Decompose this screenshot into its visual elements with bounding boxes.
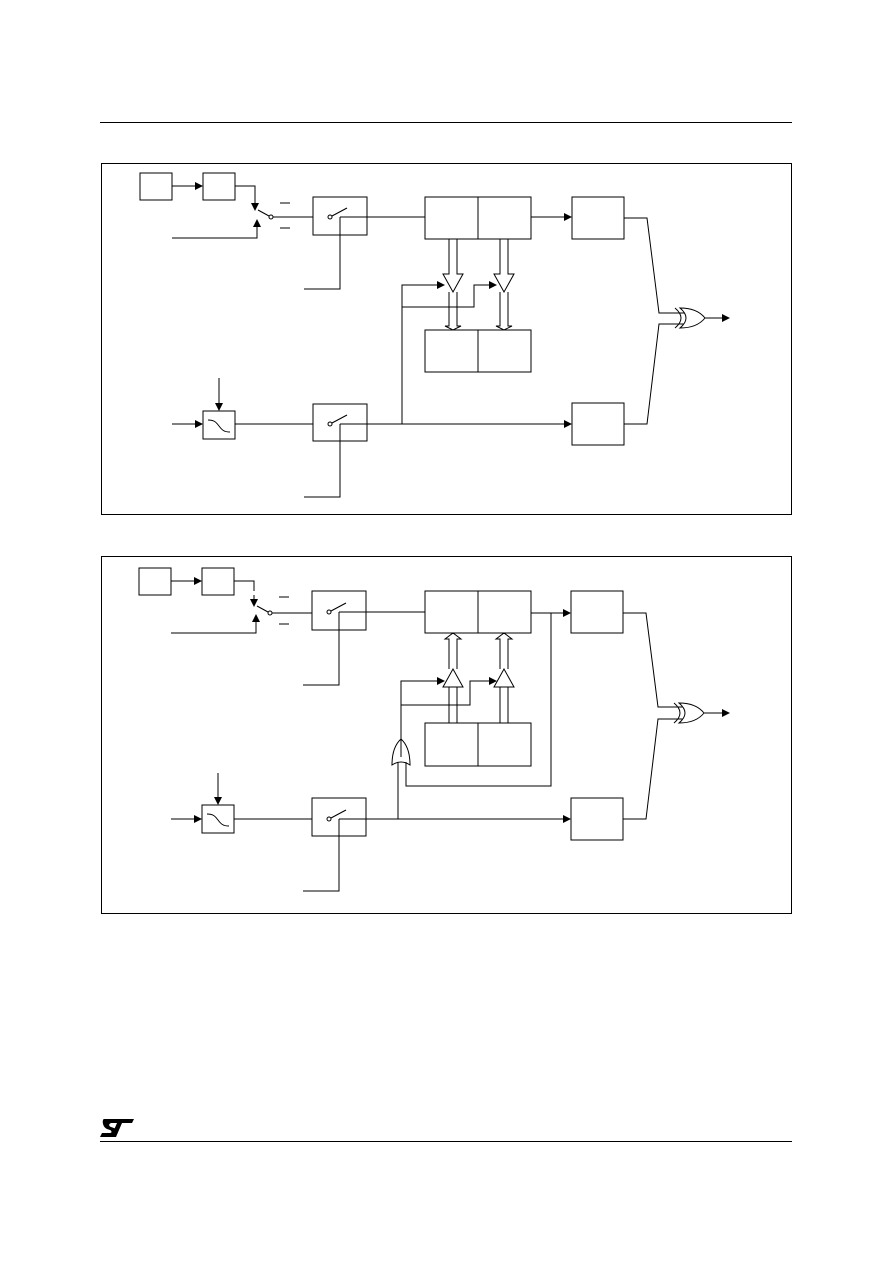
filter-block-2: [201, 804, 235, 834]
block-b: [202, 172, 236, 201]
compare-block-top: [570, 590, 624, 634]
st-logo-icon: [100, 1119, 134, 1137]
selector-node: [268, 214, 274, 220]
compare-block-bottom: [570, 797, 624, 841]
hollow-arrow-1: [442, 239, 464, 294]
xor-gate-2: [677, 702, 705, 724]
block-a: [139, 172, 173, 201]
hollow-arrow-2: [493, 239, 515, 294]
xor-gate-1: [678, 307, 706, 329]
st-logo: ST: [100, 1117, 136, 1139]
hollow-arrow-2: [494, 632, 514, 669]
block-a: [138, 567, 172, 596]
block-b: [201, 567, 235, 596]
compare-block-bottom: [571, 402, 625, 446]
block-diagram-1: [101, 163, 792, 515]
block-diagram-2: [101, 556, 792, 914]
header-rule: [100, 122, 792, 123]
hollow-arrow-1: [443, 632, 463, 669]
filter-block-1: [202, 410, 236, 440]
block-diagram-1-svg: [139, 172, 730, 498]
footer-rule: [100, 1141, 792, 1142]
block-diagram-2-svg: [138, 567, 730, 892]
or-gate: [391, 738, 411, 766]
selector-node: [267, 610, 273, 616]
compare-block-top: [571, 196, 625, 240]
